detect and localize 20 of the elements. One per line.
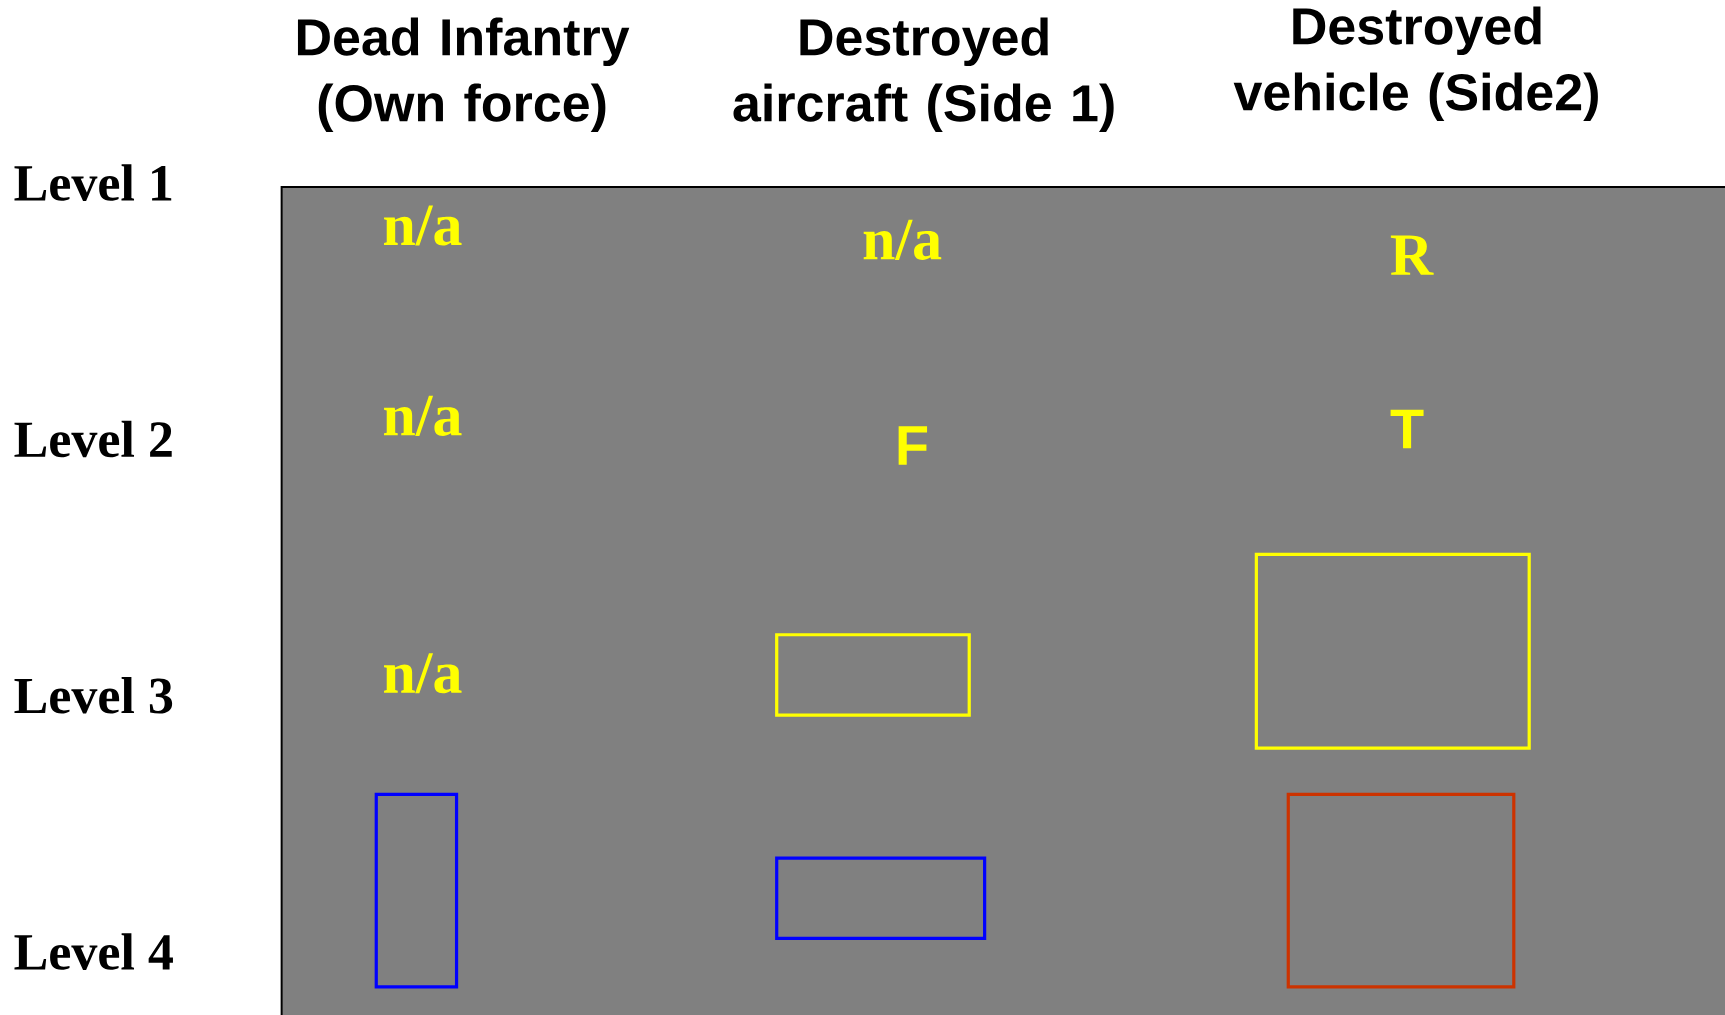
row-label: Level 3	[14, 676, 173, 714]
row-label: Level 2	[14, 420, 172, 458]
outline-box	[374, 792, 459, 989]
outline-box	[1254, 552, 1531, 750]
column-heading: Destroyed aircraft (Side 1)	[733, 17, 1114, 132]
outline-box	[775, 856, 987, 940]
cell-text: R	[1390, 235, 1434, 275]
background-panel	[280, 185, 1725, 1015]
outline-box	[775, 632, 971, 717]
column-heading: Destroyed vehicle (Side2)	[1233, 6, 1598, 121]
row-label: Level 1	[14, 164, 172, 201]
cell-text: n/a	[384, 653, 462, 694]
column-heading: Dead Infantry (Own force)	[297, 17, 630, 132]
row-label: Level 4	[14, 933, 173, 970]
outline-box	[1286, 792, 1516, 989]
cell-text: F	[898, 426, 928, 465]
cell-text: n/a	[863, 219, 942, 260]
cell-text: T	[1390, 409, 1424, 449]
cell-text: n/a	[384, 395, 462, 436]
cell-text: n/a	[384, 205, 462, 246]
